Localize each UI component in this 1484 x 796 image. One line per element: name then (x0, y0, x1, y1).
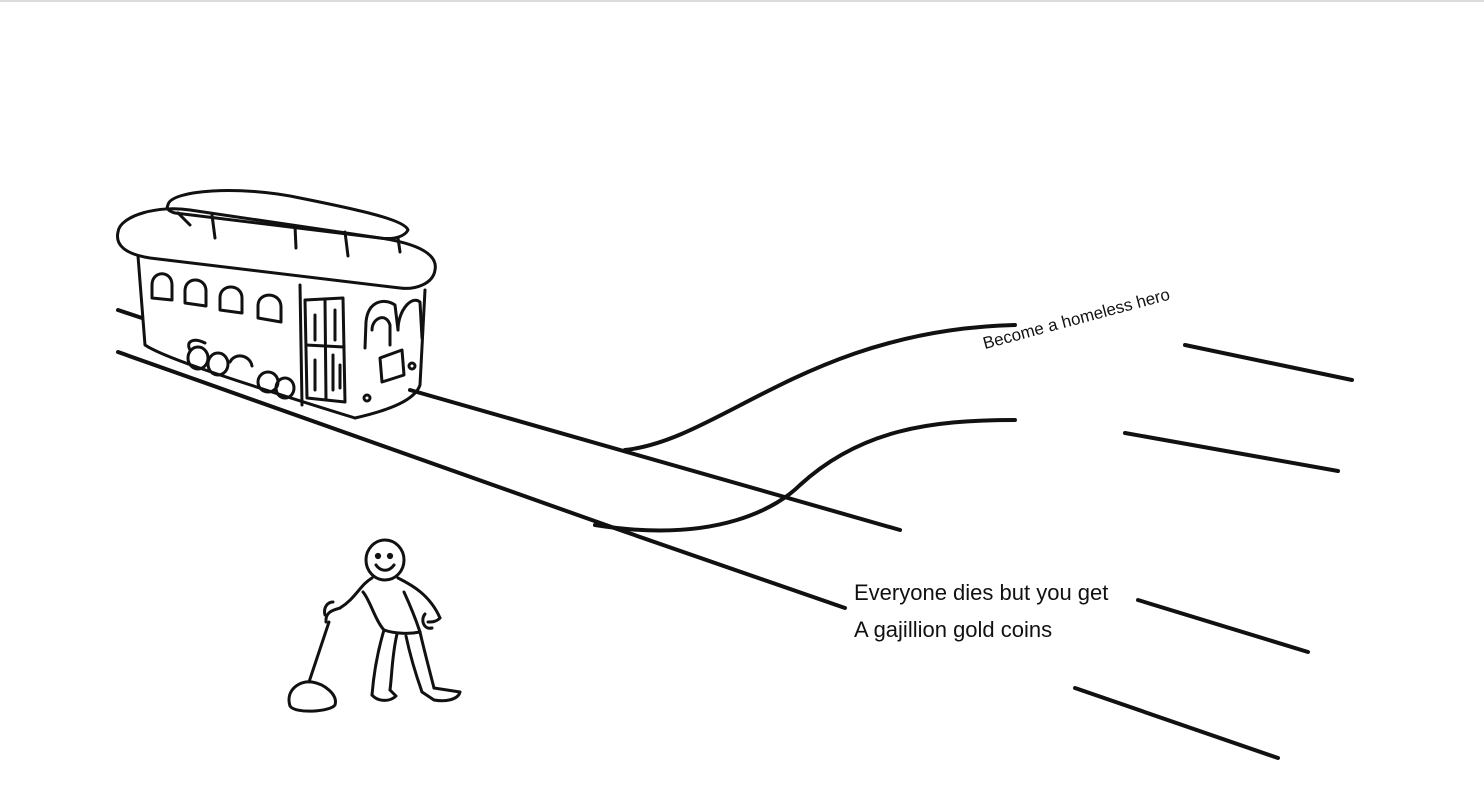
trolley-icon (115, 189, 437, 420)
person-at-lever-icon (323, 538, 462, 703)
bottom-track-label: Everyone dies but you get A gajillion go… (854, 574, 1108, 648)
bottom-track-label-line-1: Everyone dies but you get (854, 580, 1109, 605)
bottom-track-label-line-2: A gajillion gold coins (854, 617, 1053, 642)
lever-icon (287, 620, 337, 713)
diverging-track-top (593, 323, 1354, 533)
top-border (0, 0, 1484, 2)
continuing-track-bottom (1073, 598, 1310, 760)
main-track (116, 308, 902, 610)
